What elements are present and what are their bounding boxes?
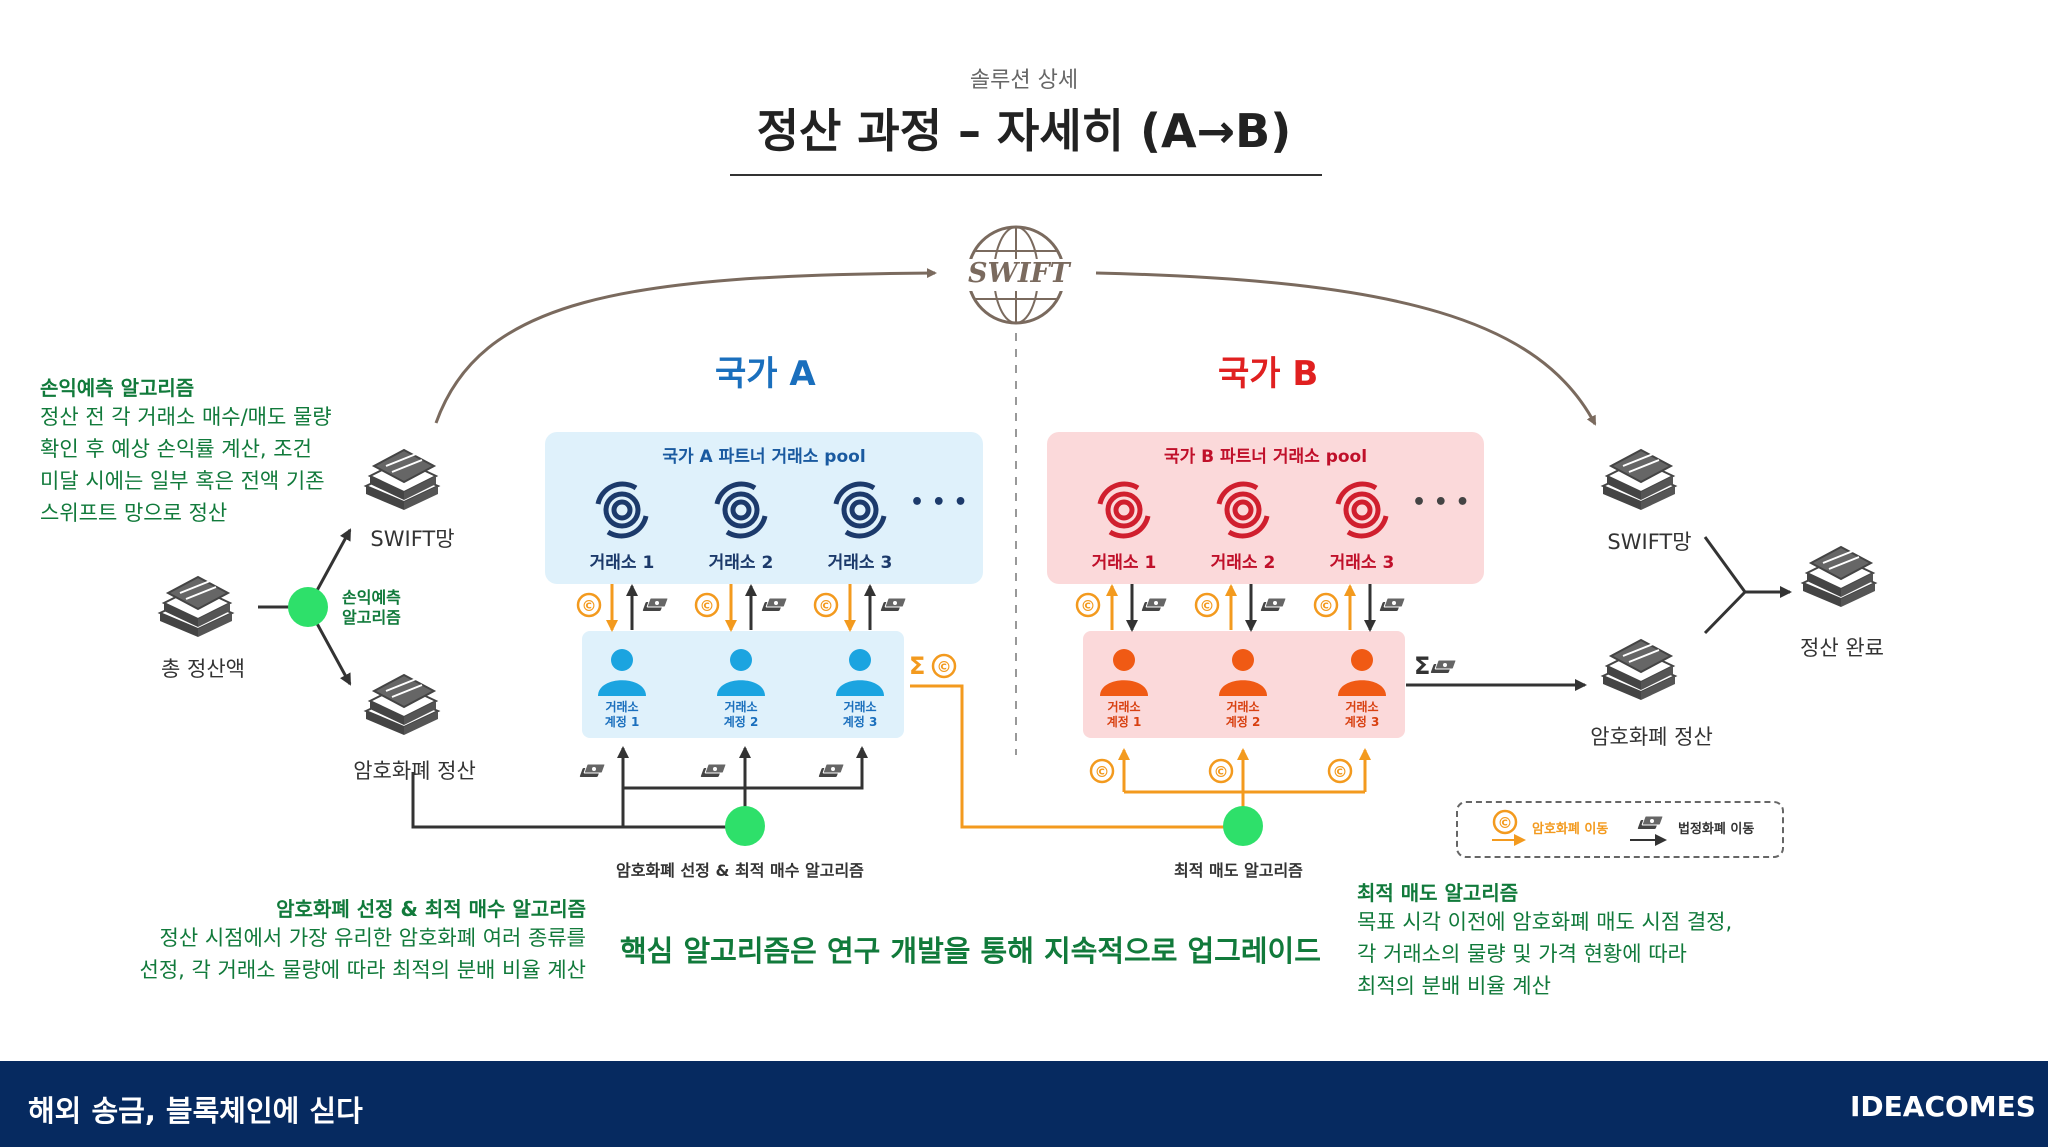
- swift-b-label: SWIFT망: [1607, 530, 1692, 554]
- swift-logo-text: SWIFT: [968, 258, 1070, 289]
- country-a-pool-box: [545, 432, 983, 584]
- complete-money-stack-icon: [1802, 546, 1876, 608]
- swift-b-money-stack-icon: [1602, 449, 1676, 511]
- title-underline: [730, 174, 1322, 176]
- country-b-ellipsis: • • •: [1412, 490, 1470, 515]
- left-note-body: 정산 전 각 거래소 매수/매도 물량 확인 후 예상 손익률 계산, 조건 미…: [40, 405, 332, 525]
- page-title: 정산 과정 – 자세히 (A→B): [756, 104, 1292, 158]
- country-a-exchange-1-label: 거래소 1: [589, 553, 655, 573]
- sell-algorithm-node: [1223, 806, 1263, 846]
- country-b-exchange-1-label: 거래소 1: [1091, 553, 1157, 573]
- swift-a-label: SWIFT망: [370, 527, 455, 551]
- bottom-left-note-body: 정산 시점에서 가장 유리한 암호화폐 여러 종류를 선정, 각 거래소 물량에…: [139, 926, 586, 982]
- bottom-right-note-heading: 최적 매도 알고리즘: [1357, 881, 1519, 905]
- sigma-fiat-symbol: Σ: [1414, 652, 1431, 680]
- country-b-exchange-icons: [1097, 481, 1389, 539]
- legend-fiat-label: 법정화폐 이동: [1678, 822, 1755, 837]
- crypto-b-money-stack-icon: [1602, 639, 1676, 701]
- footer-bar: [0, 1061, 2048, 1147]
- left-note-heading: 손익예측 알고리즘: [40, 376, 195, 400]
- legend-box: [1456, 801, 1784, 858]
- bottom-right-note-body: 목표 시각 이전에 암호화폐 매도 시점 결정, 각 거래소의 물량 및 가격 …: [1357, 910, 1733, 998]
- country-a-exchange-icons: [595, 481, 887, 539]
- country-a-exchange-3-label: 거래소 3: [827, 553, 893, 573]
- settlement-complete-label: 정산 완료: [1800, 636, 1884, 660]
- total-amount-label: 총 정산액: [161, 657, 245, 681]
- page-subtitle: 솔루션 상세: [969, 68, 1079, 93]
- legend-crypto-label: 암호화폐 이동: [1532, 822, 1609, 837]
- sell-algorithm-label: 최적 매도 알고리즘: [1174, 861, 1303, 880]
- country-b-title: 국가 B: [1218, 354, 1319, 394]
- buy-algorithm-node: [725, 806, 765, 846]
- bottom-left-note-heading: 암호화폐 선정 & 최적 매수 알고리즘: [276, 897, 586, 921]
- crypto-b-label: 암호화폐 정산: [1590, 725, 1713, 749]
- swift-logo: [964, 225, 1068, 325]
- country-a-pool-label: 국가 A 파트너 거래소 pool: [662, 447, 866, 467]
- country-a-title: 국가 A: [715, 354, 816, 394]
- footer-tagline: 해외 송금, 블록체인에 싣다: [28, 1094, 363, 1128]
- country-b-exchange-2-label: 거래소 2: [1210, 553, 1276, 573]
- profit-algorithm-node: [288, 587, 328, 627]
- country-a-exchange-arrows: [606, 584, 876, 632]
- crypto-a-money-stack-icon: [365, 674, 439, 736]
- footer-brand: IDEACOMES: [1850, 1090, 2036, 1123]
- crypto-a-label: 암호화폐 정산: [353, 759, 476, 783]
- total-money-stack-icon: [159, 576, 233, 638]
- profit-algorithm-label: 손익예측 알고리즘: [342, 588, 401, 627]
- country-b-pool-label: 국가 B 파트너 거래소 pool: [1163, 447, 1368, 467]
- swift-arc-left: [434, 268, 937, 424]
- country-b-exchange-3-label: 거래소 3: [1329, 553, 1395, 573]
- swift-arc-right: [1095, 271, 1597, 426]
- country-b-exchange-arrows: [1106, 584, 1376, 632]
- country-a-ellipsis: • • •: [910, 490, 968, 515]
- swift-a-money-stack-icon: [365, 449, 439, 511]
- country-a-exchange-2-label: 거래소 2: [708, 553, 774, 573]
- sigma-crypto-symbol: Σ: [909, 652, 926, 680]
- country-b-pool-box: [1047, 432, 1484, 584]
- buy-algorithm-label: 암호화폐 선정 & 최적 매수 알고리즘: [616, 861, 864, 880]
- country-b-person-icons: [1100, 649, 1386, 696]
- country-a-person-icons: [598, 649, 884, 696]
- core-algorithm-note: 핵심 알고리즘은 연구 개발을 통해 지속적으로 업그레이드: [620, 934, 1321, 968]
